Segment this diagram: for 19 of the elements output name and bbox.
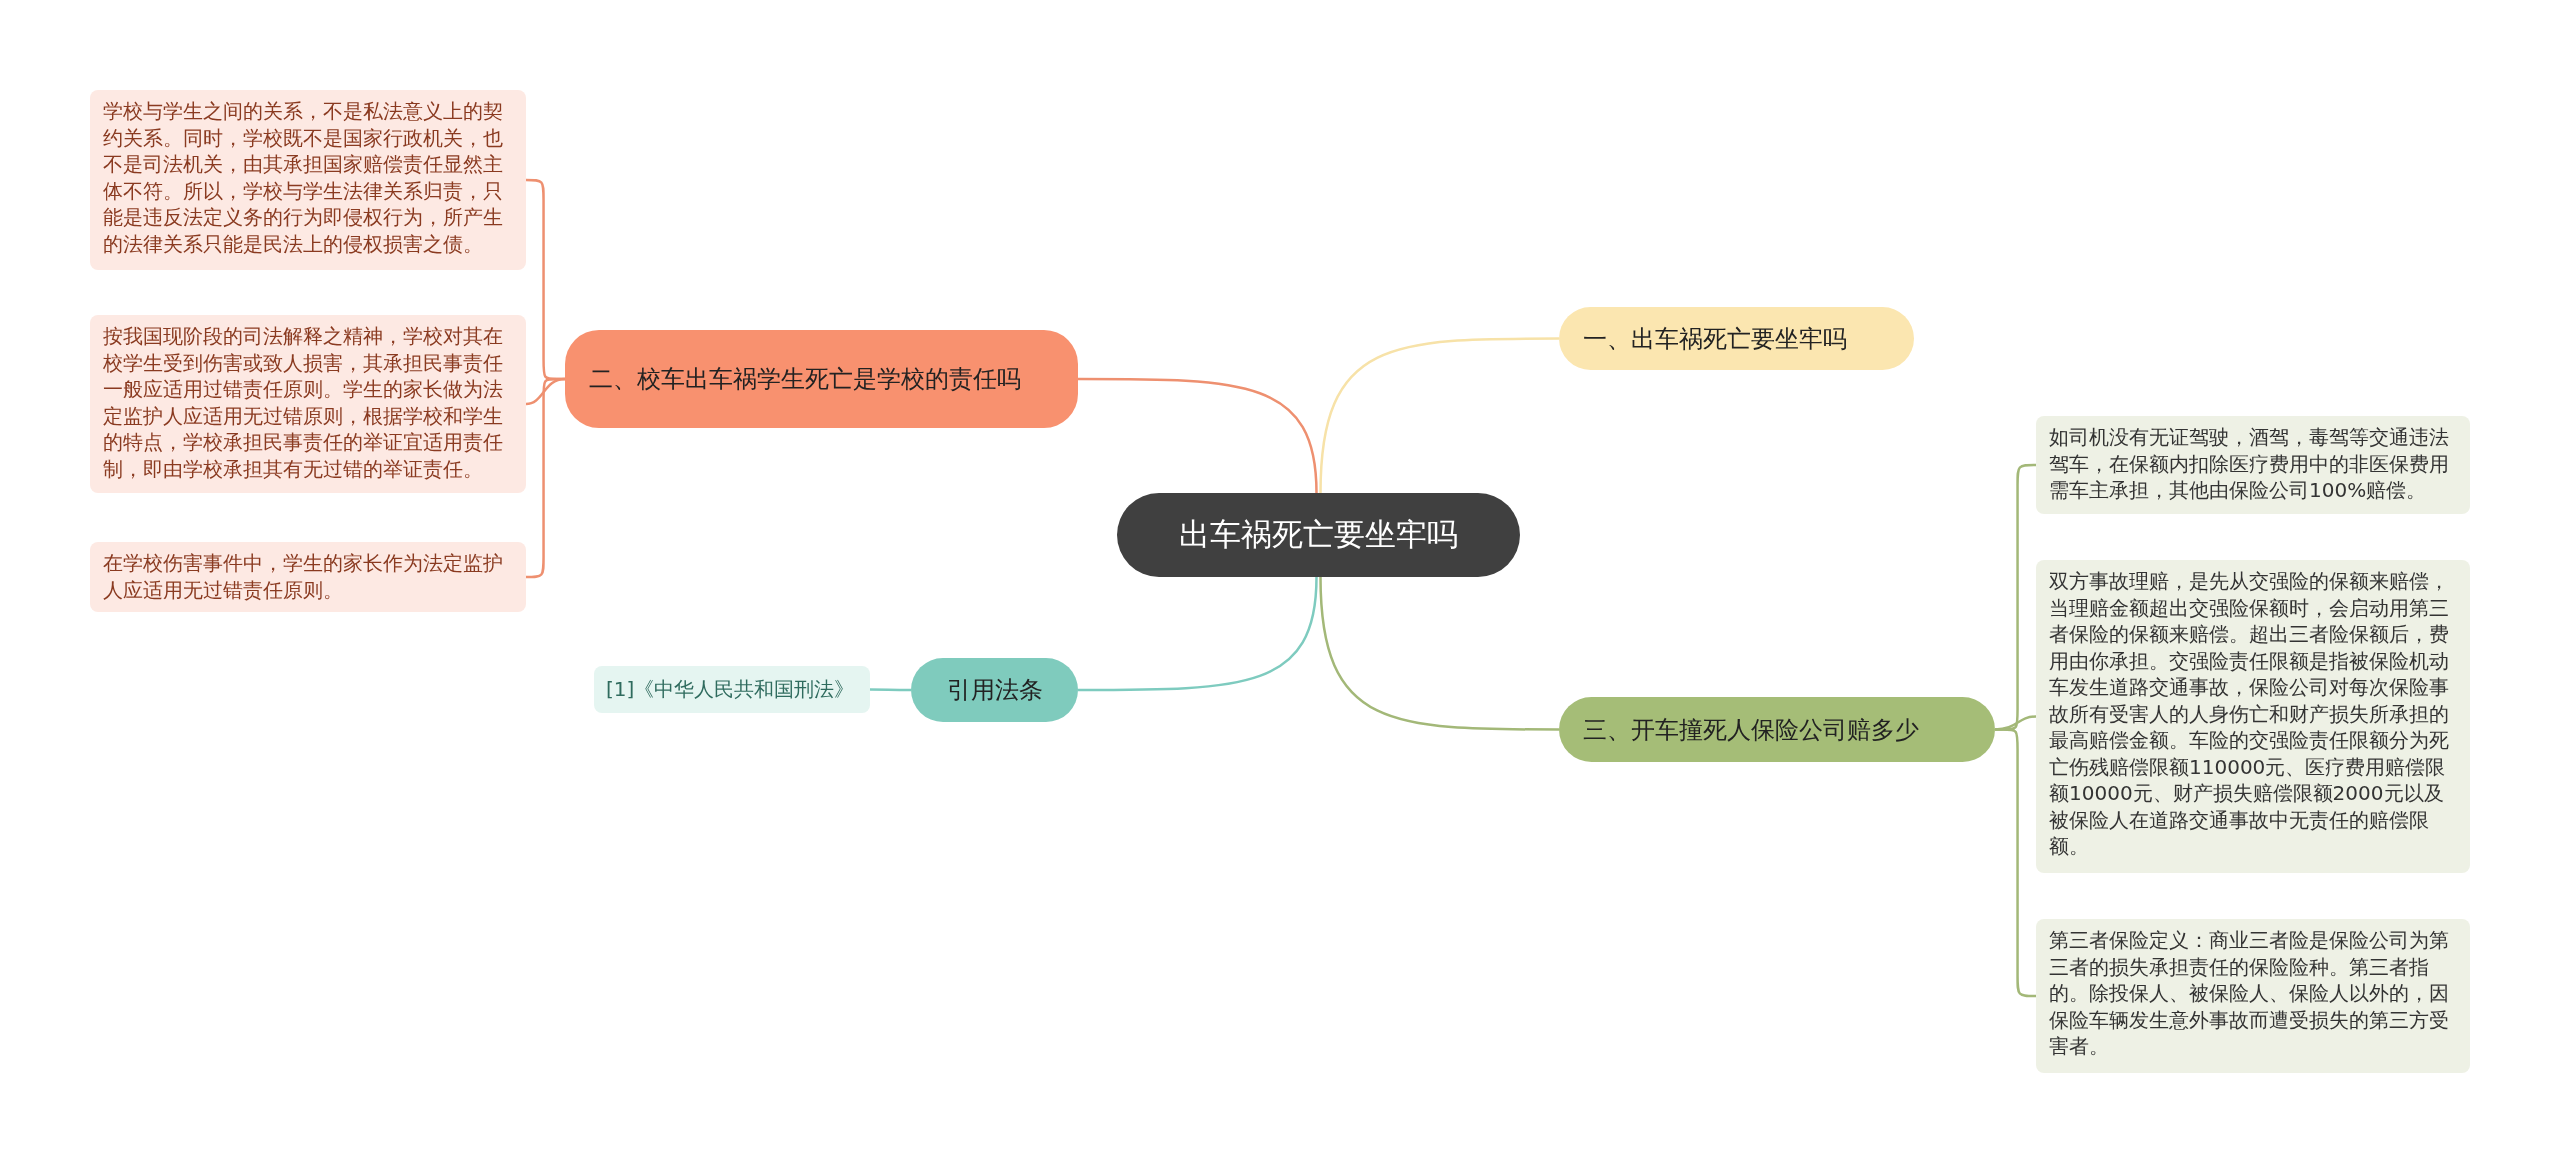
citation-tag: [1]《中华人民共和国刑法》	[594, 666, 870, 713]
topic-pill: 一、出车祸死亡要坐牢吗	[1559, 307, 1914, 370]
connector-line	[1995, 728, 2036, 998]
topic-pill: 三、开车撞死人保险公司赔多少	[1559, 697, 1995, 762]
connector-line	[1319, 576, 1559, 731]
note-card: 学校与学生之间的关系，不是私法意义上的契约关系。同时，学校既不是国家行政机关，也不是司法机关，由其承担国家赔偿责任显然主体不符。所以，学校与学生法律关系归责，只能是违反法定义务的行为即侵权行为，所产生的法律关系只能是民法上的侵权损害之债。	[90, 90, 526, 270]
note-card: 按我国现阶段的司法解释之精神，学校对其在校学生受到伤害或致人损害，其承担民事责任一般应适用过错责任原则。学生的家长做为法定监护人应适用无过错原则，根据学校和学生的特点，学校承担民事责任的举证宜适用责任制，即由学校承担其有无过错的举证责任。	[90, 315, 526, 493]
connector-line	[1078, 377, 1318, 494]
note-card: 如司机没有无证驾驶，酒驾，毒驾等交通违法驾车，在保额内扣除医疗费用中的非医保费用需车主承担，其他由保险公司100%赔偿。	[2036, 416, 2470, 514]
connector-line	[870, 688, 911, 692]
central-topic: 出车祸死亡要坐牢吗	[1117, 493, 1520, 577]
connector-line	[1078, 576, 1318, 692]
connector-line	[526, 377, 565, 579]
note-card: 在学校伤害事件中，学生的家长作为法定监护人应适用无过错责任原则。	[90, 542, 526, 612]
connector-line	[1319, 337, 1559, 494]
note-card: 双方事故理赔，是先从交强险的保额来赔偿，当理赔金额超出交强险保额时，会启动用第三者保险的保额来赔偿。超出三者险保额后，费用由你承担。交强险责任限额是指被保险机动车发生道路交通事故，保险公司对每次保险事故所有受害人的人身伤亡和财产损失所承担的最高赔偿金额。车险的交强险责任限额分为死亡伤残赔偿限额110000元、医疗费用赔偿限额10000元、财产损失赔偿限额2000元以及被保险人在道路交通事故中无责任的赔偿限额。	[2036, 560, 2470, 873]
topic-pill: 引用法条	[911, 658, 1078, 722]
note-card: 第三者保险定义：商业三者险是保险公司为第三者的损失承担责任的保险险种。第三者指的。除投保人、被保险人、保险人以外的，因保险车辆发生意外事故而遭受损失的第三方受害者。	[2036, 919, 2470, 1073]
topic-pill: 二、校车出车祸学生死亡是学校的责任吗	[565, 330, 1078, 428]
